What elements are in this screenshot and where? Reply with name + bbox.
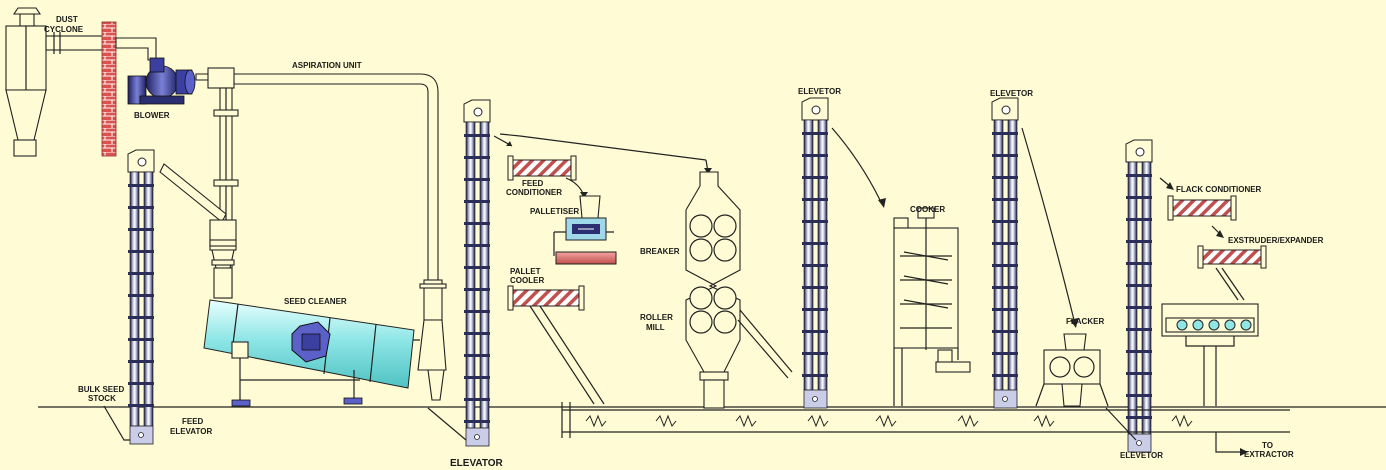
elevator-2 <box>802 98 828 408</box>
screw-flight <box>958 416 978 426</box>
screw-flight <box>736 416 756 426</box>
label-bulk-seed-stock: BULK SEED STOCK <box>78 385 126 403</box>
label-pallet-cooler: PALLET COOLER <box>510 267 544 285</box>
bulk-seed-hopper <box>104 406 130 440</box>
screw-flight <box>876 416 896 426</box>
main-elevator <box>464 100 490 446</box>
label-dust-cyclone: DUST CYCLONE <box>44 15 84 34</box>
label-elevator-main: ELEVATOR <box>450 458 504 469</box>
label-feed-elevator: FEED ELEVATOR <box>170 417 212 436</box>
label-feed-conditioner: FEED CONDITIONER <box>506 179 562 197</box>
breaker-roller-mill <box>686 172 792 408</box>
screw-flight <box>586 416 606 426</box>
flacker <box>1022 128 1108 406</box>
label-flacker: FLACKER <box>1066 317 1104 326</box>
screw-flight <box>1172 416 1192 426</box>
feed-elevator <box>128 150 154 444</box>
screw-flight <box>1034 416 1054 426</box>
seed-cleaner <box>204 300 414 406</box>
blower <box>128 58 195 104</box>
label-to-extractor: TO EXTRACTOR <box>1244 441 1294 459</box>
label-palletiser: PALLETISER <box>530 207 579 216</box>
label-extruder-expander: EXSTRUDER/EXPANDER <box>1228 236 1324 245</box>
label-aspiration-unit: ASPIRATION UNIT <box>292 61 362 70</box>
label-blower: BLOWER <box>134 111 170 120</box>
screw-conveyor <box>562 402 1290 456</box>
elevator-3 <box>992 98 1018 408</box>
label-elevator-2: ELEVETOR <box>798 87 841 96</box>
screw-flight <box>656 416 676 426</box>
screw-flight <box>808 416 828 426</box>
label-elevator-3: ELEVETOR <box>990 89 1033 98</box>
cooker <box>832 128 970 406</box>
label-seed-cleaner: SEED CLEANER <box>284 297 347 306</box>
label-roller-mill: ROLLER MILL <box>640 313 675 332</box>
pallet-cooler <box>508 286 604 404</box>
label-cooker: COOKER <box>910 205 945 214</box>
extruder-expander <box>1162 246 1266 406</box>
label-elevator-bottom: ELEVETOR <box>1120 451 1163 460</box>
brick-wall <box>102 22 116 156</box>
elevator-4 <box>1126 140 1152 452</box>
label-breaker: BREAKER <box>640 247 680 256</box>
label-flack-conditioner: FLACK CONDITIONER <box>1176 185 1262 194</box>
